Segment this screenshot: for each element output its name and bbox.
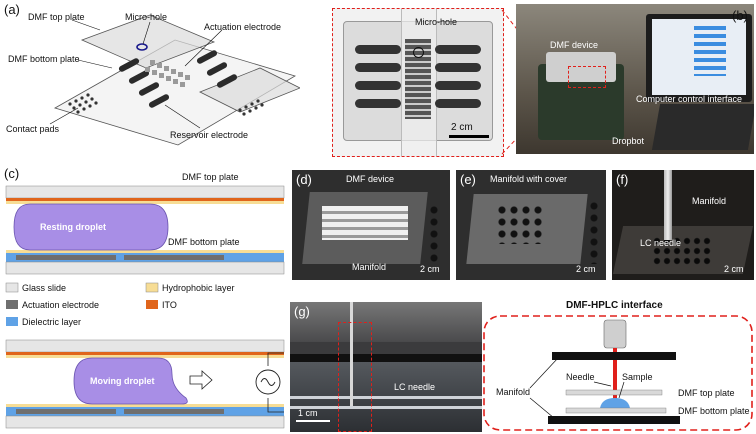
panel-c: (c) DMF top plate DMF bottom p bbox=[0, 166, 290, 434]
label-micro-hole: Micro-hole bbox=[125, 12, 168, 22]
legend-hydrophobic-layer: Hydrophobic layer bbox=[162, 283, 235, 293]
scale-bar-g: 1 cm bbox=[298, 408, 318, 418]
panel-d-photo: DMF device Manifold (d) 2 cm bbox=[292, 170, 450, 280]
legend-dielectric-layer: Dielectric layer bbox=[22, 317, 82, 327]
panel-f-photo: Manifold LC needle (f) 2 cm bbox=[612, 170, 754, 280]
inset-label-needle: Needle bbox=[566, 372, 595, 382]
label-g-lc-needle: LC needle bbox=[394, 382, 436, 392]
inset-frame bbox=[483, 315, 753, 431]
label-c-bottom-plate: DMF bottom plate bbox=[168, 237, 240, 247]
inset-label-manifold: Manifold bbox=[496, 387, 531, 397]
legend-ito: ITO bbox=[162, 300, 177, 310]
label-computer-interface: Computer control interface bbox=[636, 94, 743, 104]
scale-bar-e: 2 cm bbox=[576, 264, 596, 274]
scale-bar-f: 2 cm bbox=[724, 264, 744, 274]
panel-label-d: (d) bbox=[296, 172, 312, 187]
panel-g-photo: LC needle (g) 1 cm bbox=[290, 302, 482, 432]
inset-title: DMF-HPLC interface bbox=[566, 300, 663, 311]
label-e-manifold-cover: Manifold with cover bbox=[490, 174, 568, 184]
inset-label-top-plate: DMF top plate bbox=[678, 388, 735, 398]
inset-label-sample: Sample bbox=[622, 372, 653, 382]
photo-label-micro-hole: Micro-hole bbox=[415, 17, 458, 27]
label-actuation-electrode: Actuation electrode bbox=[204, 22, 282, 32]
panel-label-e: (e) bbox=[460, 172, 476, 187]
scale-bar-d: 2 cm bbox=[420, 264, 440, 274]
dmf-hplc-inset: DMF-HPLC interface Manifold Needle Sampl… bbox=[482, 300, 754, 432]
label-dmf-top-plate: DMF top plate bbox=[28, 12, 85, 22]
legend-actuation-electrode: Actuation electrode bbox=[22, 300, 100, 310]
dmf-device-schematic bbox=[49, 14, 300, 146]
label-dmf-device-b: DMF device bbox=[550, 40, 599, 50]
legend-glass-slide: Glass slide bbox=[22, 283, 67, 293]
label-reservoir-electrode: Reservoir electrode bbox=[170, 130, 249, 140]
scale-bar-a: 2 cm bbox=[451, 122, 473, 133]
device-photo: Micro-hole 2 cm bbox=[332, 8, 504, 157]
label-f-lc-needle: LC needle bbox=[640, 238, 682, 248]
panel-label-f: (f) bbox=[616, 172, 629, 187]
label-f-manifold: Manifold bbox=[692, 196, 727, 206]
panel-label-g: (g) bbox=[294, 304, 310, 319]
label-resting-droplet: Resting droplet bbox=[40, 222, 107, 232]
label-d-dmf-device: DMF device bbox=[346, 174, 395, 184]
label-moving-droplet: Moving droplet bbox=[90, 376, 155, 386]
panel-label-b: (b) bbox=[732, 8, 748, 23]
label-c-top-plate: DMF top plate bbox=[182, 172, 239, 182]
panel-b-photo: DMF device Computer control interface Dr… bbox=[516, 4, 754, 154]
inset-label-bottom-plate: DMF bottom plate bbox=[678, 406, 750, 416]
label-contact-pads: Contact pads bbox=[6, 124, 60, 134]
cross-section-diagram bbox=[5, 185, 285, 429]
label-d-manifold: Manifold bbox=[352, 262, 387, 272]
panel-label-a: (a) bbox=[4, 2, 20, 17]
panel-label-c: (c) bbox=[4, 166, 20, 181]
label-dropbot: Dropbot bbox=[612, 136, 645, 146]
panel-e-photo: Manifold with cover (e) 2 cm bbox=[456, 170, 606, 280]
label-dmf-bottom-plate: DMF bottom plate bbox=[8, 54, 80, 64]
panel-a: (a) bbox=[0, 0, 300, 150]
